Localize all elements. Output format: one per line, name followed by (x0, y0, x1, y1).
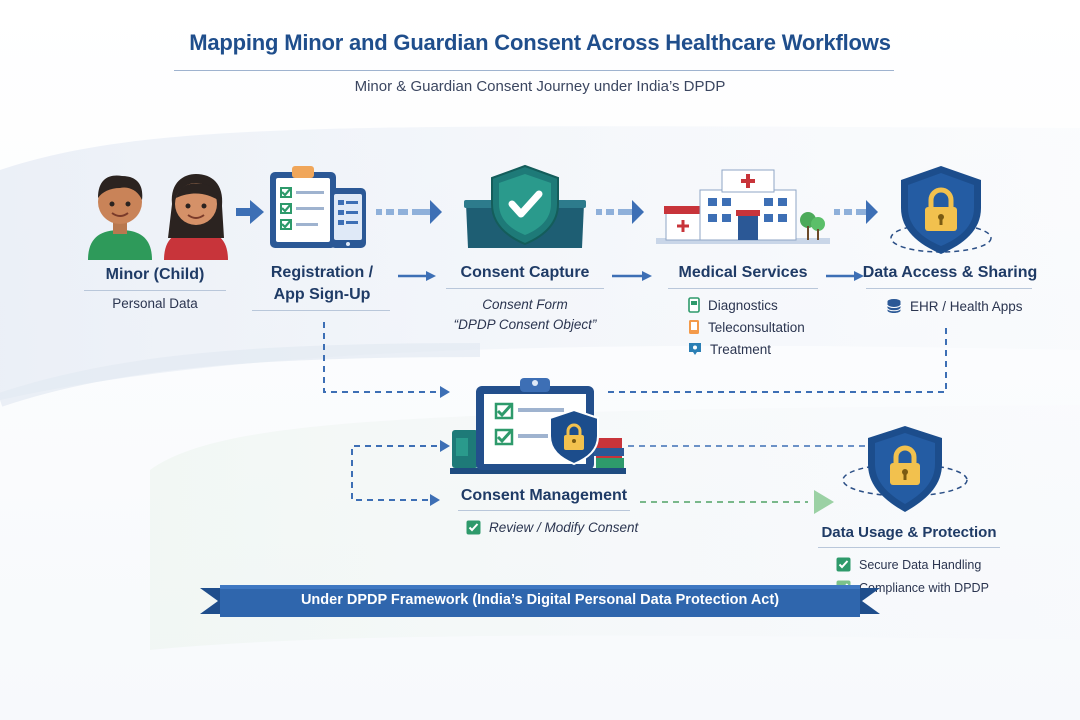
consent-capture-label: Consent Capture (460, 264, 590, 281)
consent-capture-label-rule (446, 288, 604, 289)
checkbox-checked-icon (466, 520, 481, 535)
minor-label-rule (84, 290, 226, 291)
medical-services-label: Medical Services (678, 264, 808, 281)
data-usage-label-rule (818, 547, 1000, 548)
data-access-label-rule (866, 288, 1032, 289)
teleconsultation-item: Teleconsultation (688, 319, 805, 335)
review-consent-text: Review / Modify Consent (489, 520, 639, 535)
diagnostics-text: Diagnostics (708, 297, 778, 313)
teleconsultation-phone-icon (689, 320, 699, 334)
children-icon (88, 174, 228, 260)
consent-management-clipboard-icon (450, 378, 626, 474)
data-access-label: Data Access & Sharing (862, 264, 1038, 281)
footer-banner-text: Under DPDP Framework (India’s Digital Pe… (300, 592, 780, 608)
checkbox-checked-icon (836, 557, 851, 572)
consent-management-label-rule (458, 510, 630, 511)
treatment-icon (689, 343, 701, 355)
registration-clipboard-icon (270, 166, 366, 248)
treatment-text: Treatment (710, 341, 772, 357)
ehr-text: EHR / Health Apps (910, 298, 1023, 314)
secure-data-text: Secure Data Handling (859, 557, 982, 572)
title-divider (174, 70, 894, 71)
database-icon (887, 299, 901, 313)
consent-form-text: Consent Form (482, 297, 568, 312)
diagnostics-icon (688, 297, 700, 313)
compliance-text: Compliance with DPDP (859, 580, 989, 595)
data-usage-label: Data Usage & Protection (821, 524, 997, 541)
medical-services-label-rule (668, 288, 818, 289)
registration-label-line2: App Sign-Up (273, 286, 371, 303)
treatment-item: Treatment (688, 341, 771, 357)
hospital-icon (656, 169, 830, 244)
teleconsultation-text: Teleconsultation (708, 319, 805, 335)
consent-object-text: “DPDP Consent Object” (453, 317, 597, 332)
consent-shield-check-icon (464, 164, 586, 248)
data-usage-lock-shield-icon (842, 426, 968, 512)
secure-data-item: Secure Data Handling (836, 557, 981, 572)
diagnostics-item: Diagnostics (688, 297, 778, 313)
page-subtitle: Minor & Guardian Consent Journey under I… (354, 78, 726, 95)
ehr-item: EHR / Health Apps (886, 298, 1023, 314)
registration-label-line1: Registration / (270, 264, 374, 281)
consent-management-label: Consent Management (460, 487, 628, 504)
registration-label-rule (252, 310, 390, 311)
page-title: Mapping Minor and Guardian Consent Acros… (189, 30, 891, 55)
review-consent-item: Review / Modify Consent (466, 520, 638, 535)
data-access-lock-shield-icon (890, 166, 992, 254)
minor-detail: Personal Data (112, 296, 198, 311)
footer-banner (200, 585, 880, 617)
minor-label: Minor (Child) (105, 266, 205, 283)
